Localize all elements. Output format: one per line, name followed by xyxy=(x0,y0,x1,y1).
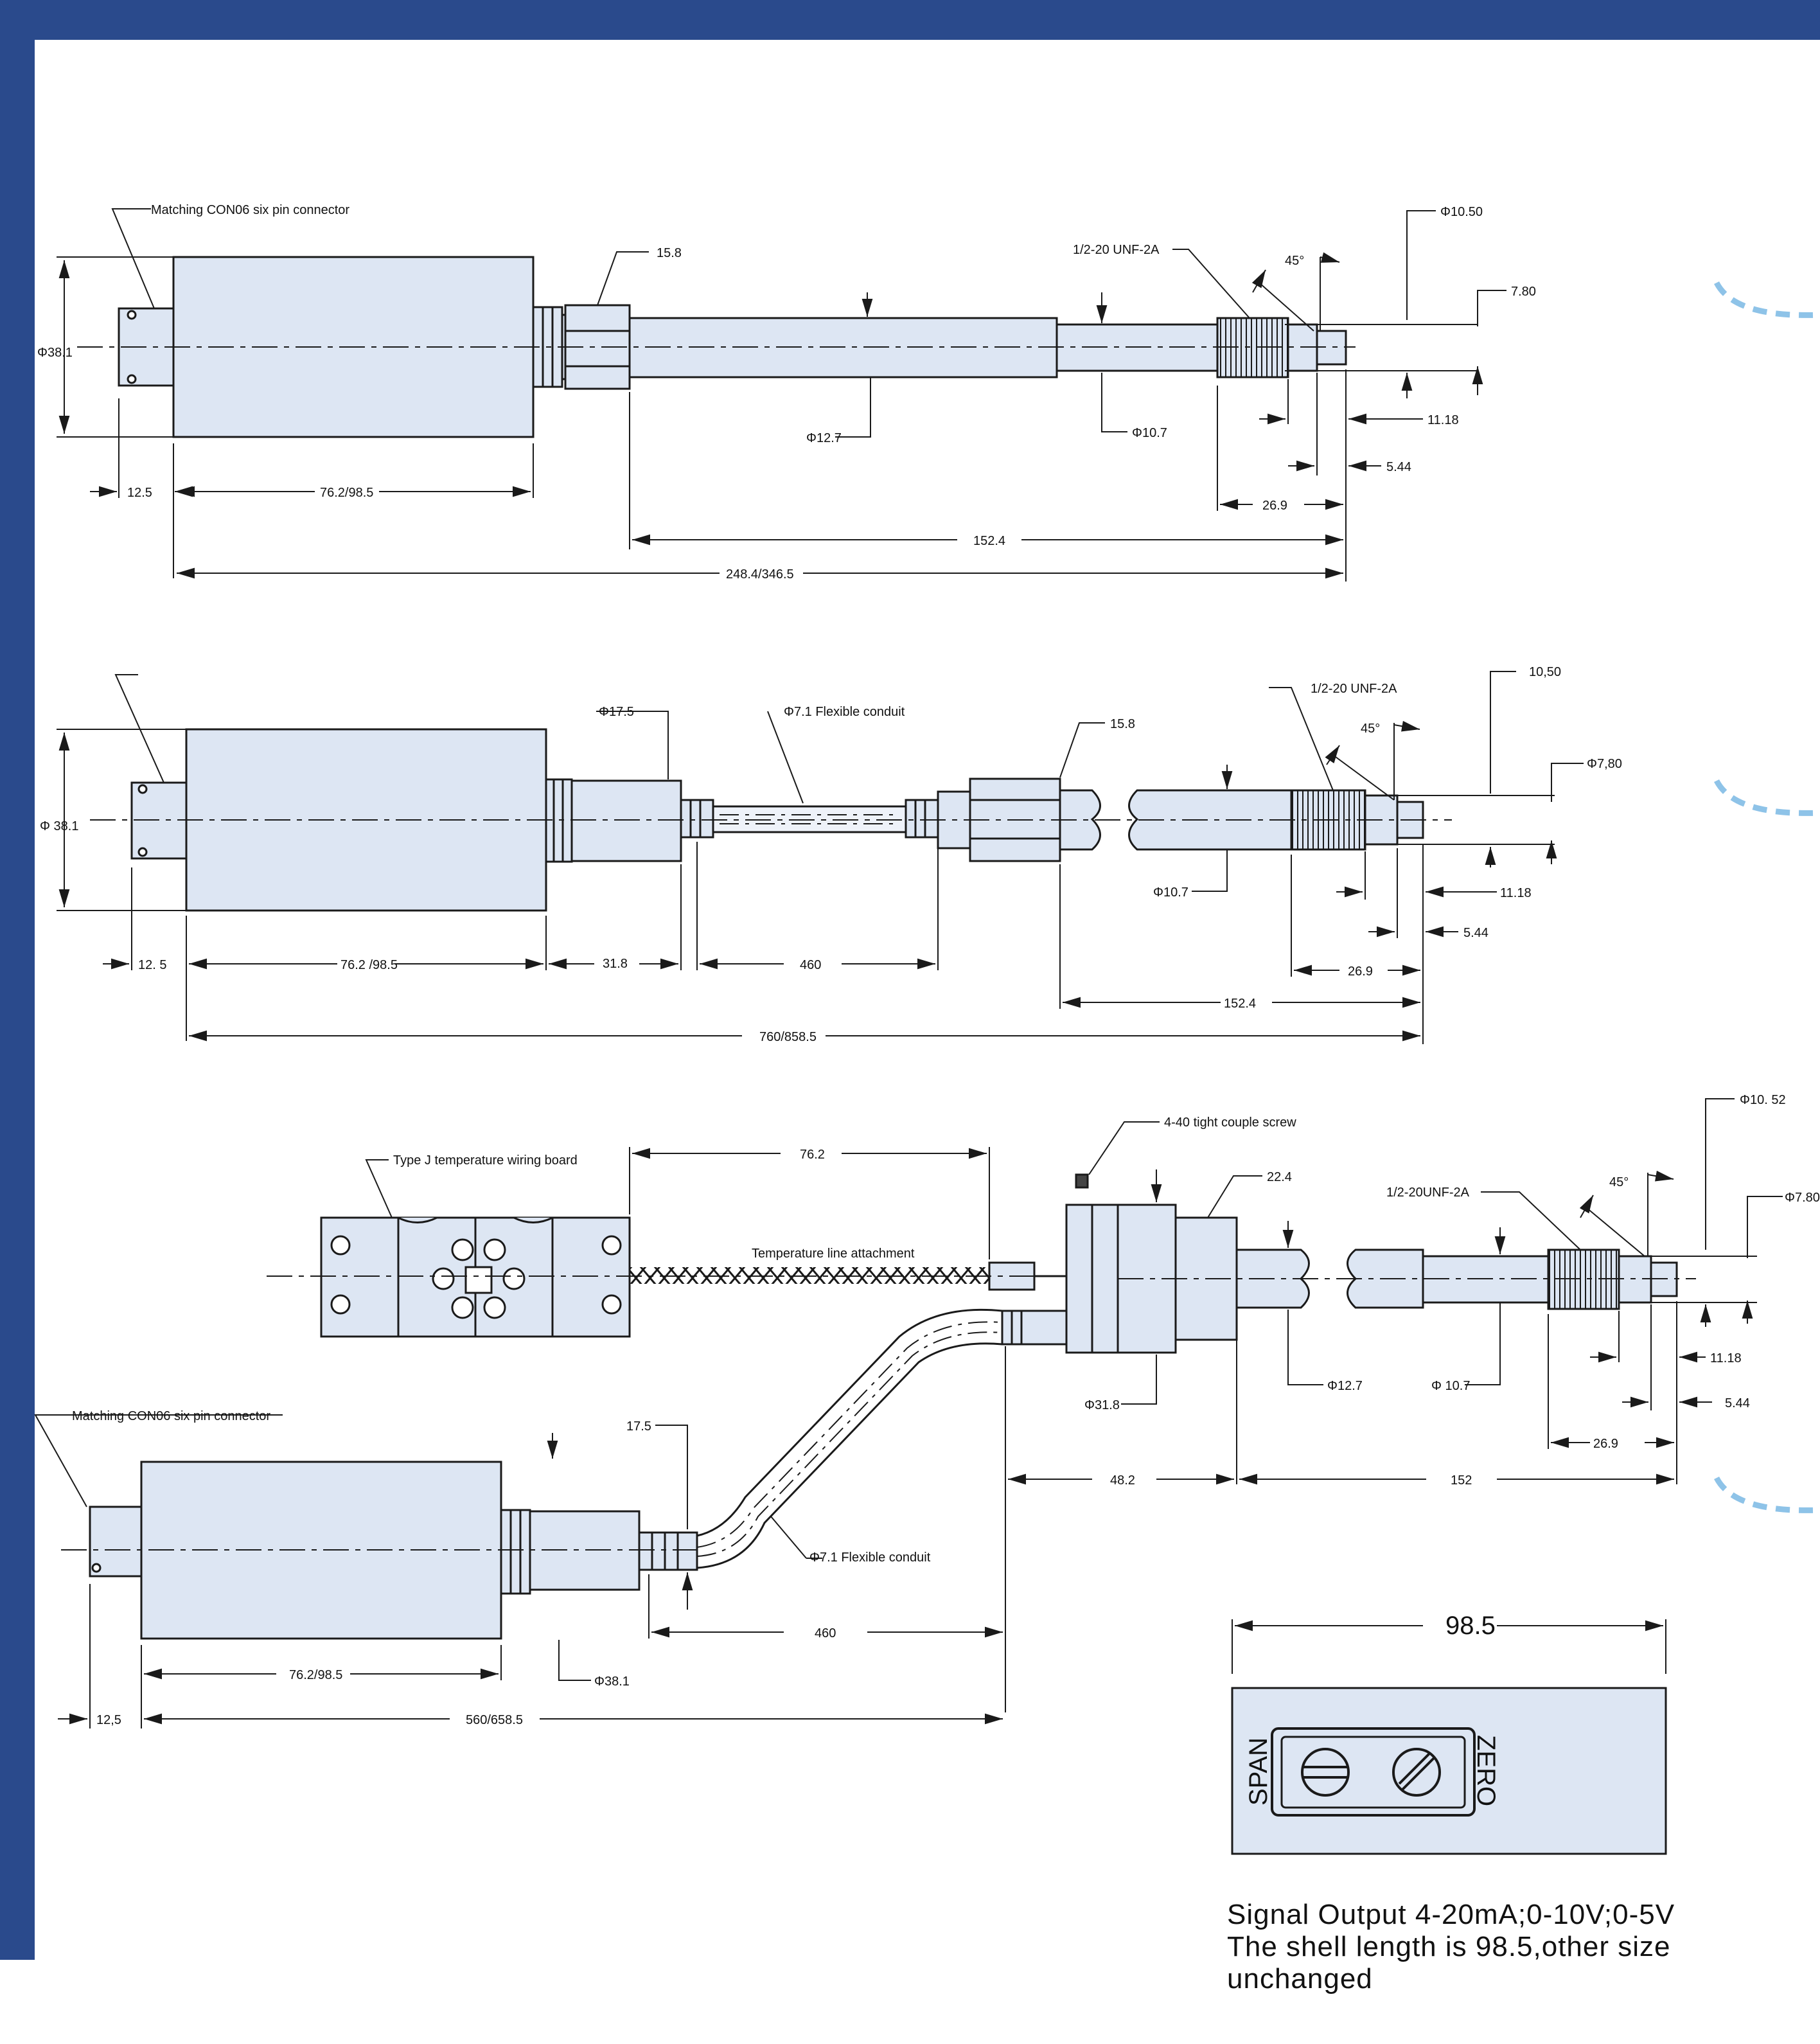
d2-1118: 11.18 xyxy=(1500,886,1532,900)
frame-top-bar xyxy=(0,0,1820,40)
d3-wiring-board-label: Type J temperature wiring board xyxy=(393,1153,578,1168)
panel-width-label: 98.5 xyxy=(1445,1612,1496,1640)
d1-544: 5.44 xyxy=(1386,460,1411,474)
span-label: SPAN xyxy=(1244,1737,1273,1806)
d2-angle-label: 45° xyxy=(1361,722,1380,736)
d2-labels: Φ 38.1 Φ17.5 Φ7.1 Flexible conduit 15.8 … xyxy=(40,665,1622,1044)
d2-collar-label: Φ17.5 xyxy=(599,705,634,719)
d2-318: 31.8 xyxy=(603,957,628,971)
d3-tip-inner: Φ7.80 xyxy=(1785,1191,1820,1205)
d3-dimensions xyxy=(34,1098,1783,1729)
d1-stem-label: Φ12.7 xyxy=(806,431,842,445)
d2-544: 5.44 xyxy=(1463,926,1489,940)
d3-temp-line-label: Temperature line attachment xyxy=(752,1247,915,1261)
d3-stem2-label: Φ 10.7 xyxy=(1431,1379,1470,1393)
d2-conduit-label: Φ7.1 Flexible conduit xyxy=(784,705,905,719)
d1-angle-label: 45° xyxy=(1285,254,1304,268)
d3-152: 152 xyxy=(1451,1473,1472,1488)
d2-body-length: 76.2 /98.5 xyxy=(340,958,398,972)
frame-corner xyxy=(0,1960,35,2044)
d1-125: 12.5 xyxy=(127,486,152,500)
zero-label: ZERO xyxy=(1472,1735,1500,1806)
d2-stem xyxy=(1128,789,1293,851)
d1-thread-label: 1/2-20 UNF-2A xyxy=(1073,243,1160,257)
d3-angle-label: 45° xyxy=(1609,1175,1629,1189)
d1-dimensions xyxy=(57,208,1506,582)
drawing-3 xyxy=(89,1173,1678,1640)
d3-body-length: 76.2/98.5 xyxy=(289,1668,342,1682)
d2-hex-label: 15.8 xyxy=(1110,717,1135,731)
d3-482: 48.2 xyxy=(1110,1473,1135,1488)
shell-length-note: The shell length is 98.5,other size unch… xyxy=(1227,1931,1671,1995)
d3-screw-label: 4-40 tight couple screw xyxy=(1164,1115,1296,1130)
decorative-arcs xyxy=(1713,281,1820,1513)
d3-318: Φ31.8 xyxy=(1084,1398,1120,1412)
d2-dimensions xyxy=(57,671,1584,1044)
d3-460: 460 xyxy=(815,1626,836,1640)
d3-544: 5.44 xyxy=(1725,1396,1750,1410)
d2-total: 760/858.5 xyxy=(759,1030,817,1044)
d3-conduit-label: Φ7.1 Flexible conduit xyxy=(809,1551,931,1565)
d1-tip-outer: Φ10.50 xyxy=(1440,205,1483,219)
d3-224: 22.4 xyxy=(1267,1170,1292,1184)
d2-tip-outer: 10,50 xyxy=(1529,665,1561,679)
signal-output-note: Signal Output 4-20mA;0-10V;0-5V xyxy=(1227,1899,1675,1930)
d1-total: 248.4/346.5 xyxy=(726,567,794,582)
d3-762: 76.2 xyxy=(800,1148,825,1162)
signal-notes: Signal Output 4-20mA;0-10V;0-5V The shel… xyxy=(1227,1899,1820,1995)
d1-tip-inner: 7.80 xyxy=(1511,285,1536,299)
d3-d-body: Φ38.1 xyxy=(594,1675,630,1689)
d3-collar-label: 17.5 xyxy=(626,1419,651,1434)
d3-1118: 11.18 xyxy=(1710,1351,1742,1365)
d1-body-length: 76.2/98.5 xyxy=(320,486,373,500)
adjustment-panel: 98.5 SPAN ZERO xyxy=(1231,1612,1667,1855)
d1-stem2-label: Φ10.7 xyxy=(1132,426,1167,440)
d3-labels: Type J temperature wiring board 76.2 4-4… xyxy=(72,1093,1820,1727)
d2-1524: 152.4 xyxy=(1224,997,1256,1011)
d1-labels: Matching CON06 six pin connector Φ38.1 1… xyxy=(37,203,1536,582)
d3-total: 560/658.5 xyxy=(466,1713,523,1727)
d1-d-body: Φ38.1 xyxy=(37,346,73,360)
d1-1524: 152.4 xyxy=(973,534,1005,548)
d2-collar xyxy=(570,779,682,862)
d3-125: 12,5 xyxy=(96,1713,121,1727)
zero-screw-icon xyxy=(1392,1748,1441,1797)
d2-thread-label: 1/2-20 UNF-2A xyxy=(1311,682,1397,696)
d3-tip-outer: Φ10. 52 xyxy=(1740,1093,1786,1107)
d2-stem-label: Φ10.7 xyxy=(1153,885,1188,900)
d2-tip-inner: Φ7,80 xyxy=(1587,757,1622,771)
d2-125: 12. 5 xyxy=(138,958,166,972)
d1-connector-note: Matching CON06 six pin connector xyxy=(151,203,349,217)
d2-269: 26.9 xyxy=(1348,964,1373,979)
d1-269: 26.9 xyxy=(1262,499,1287,513)
span-screw-icon xyxy=(1301,1748,1350,1797)
d3-stem-label: Φ12.7 xyxy=(1327,1379,1363,1393)
d1-hex-label: 15.8 xyxy=(657,246,682,260)
d1-1118: 11.18 xyxy=(1427,413,1459,427)
d2-d-body: Φ 38.1 xyxy=(40,819,78,833)
d2-460: 460 xyxy=(800,958,821,972)
frame-left-bar xyxy=(0,0,35,2044)
d3-269: 26.9 xyxy=(1593,1437,1618,1451)
d3-connector-note: Matching CON06 six pin connector xyxy=(72,1409,270,1423)
d3-thread-label: 1/2-20UNF-2A xyxy=(1386,1186,1470,1200)
d3-conduit xyxy=(696,1308,1003,1569)
